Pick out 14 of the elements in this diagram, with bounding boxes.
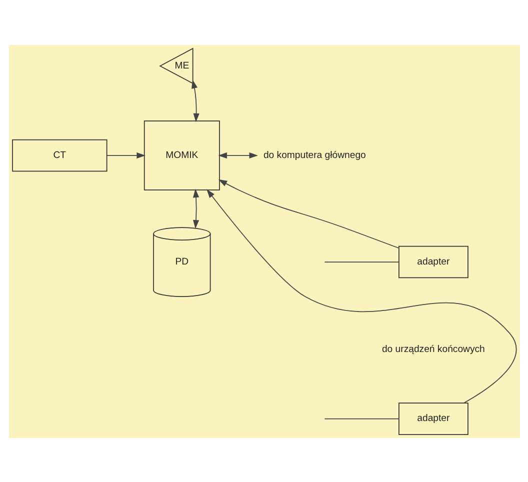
connector [324,418,399,419]
arrow [106,152,145,158]
node-box: adapter [398,402,468,434]
arrow [191,79,199,122]
node-box: MOMIK [143,120,220,190]
label: do urządzeń końcowych [381,344,484,355]
connector [324,261,399,262]
arrow [218,152,258,158]
arrow [192,188,199,228]
arrow [206,188,516,403]
node-box: adapter [398,245,468,278]
arrow [218,178,399,248]
node-box: CT [12,138,107,172]
node-text: do komputera głównego [262,149,366,160]
